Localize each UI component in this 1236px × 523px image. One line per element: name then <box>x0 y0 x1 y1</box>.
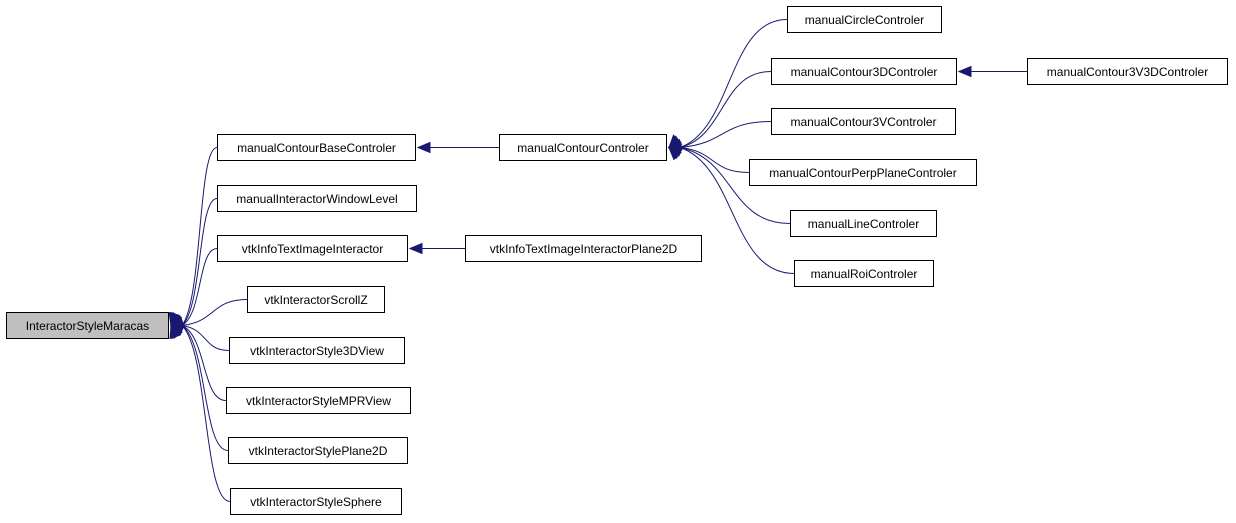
edge-mlin-to-mcc <box>679 147 791 224</box>
edge-miwl-to-root <box>181 198 218 326</box>
node-manual-contour-controler[interactable]: manualContourControler <box>499 134 667 161</box>
node-manual-contour-base-controler[interactable]: manualContourBaseControler <box>217 134 416 161</box>
node-vtk-interactor-style-3d-view[interactable]: vtkInteractorStyle3DView <box>229 337 405 364</box>
node-vtk-info-text-image-interactor[interactable]: vtkInfoTextImageInteractor <box>217 235 408 262</box>
arrowhead-viss-to-root <box>169 324 181 340</box>
node-interactor-style-maracas[interactable]: InteractorStyleMaracas <box>6 312 169 339</box>
node-vtk-interactor-style-sphere[interactable]: vtkInteractorStyleSphere <box>230 488 402 515</box>
edge-mcir-to-mcc <box>679 19 788 148</box>
edge-visp-to-root <box>181 325 229 451</box>
node-manual-contour-perp-plane-controler[interactable]: manualContourPerpPlaneControler <box>749 159 977 186</box>
node-manual-contour-3v-controler[interactable]: manualContour3VControler <box>771 108 956 135</box>
arrowhead-mroi-to-mcc <box>668 146 682 161</box>
node-vtk-info-text-image-interactor-plane-2d[interactable]: vtkInfoTextImageInteractorPlane2D <box>465 235 702 262</box>
node-manual-contour-3v-3d-controler[interactable]: manualContour3V3DControler <box>1027 58 1228 85</box>
node-manual-circle-controler[interactable]: manualCircleControler <box>787 6 942 33</box>
edge-vism-to-root <box>181 325 227 401</box>
edge-visz-to-root <box>181 299 248 326</box>
edge-viss-to-root <box>181 325 231 502</box>
edge-vtii-to-root <box>181 248 218 326</box>
edge-mcbc-to-root <box>181 147 218 326</box>
edge-vis3-to-root <box>181 325 230 351</box>
node-vtk-interactor-scroll-z[interactable]: vtkInteractorScrollZ <box>247 286 385 313</box>
edge-mc3d-to-mcc <box>679 71 772 148</box>
node-manual-line-controler[interactable]: manualLineControler <box>790 210 937 237</box>
edge-mc3v-to-mcc <box>679 121 772 148</box>
arrowhead-mc3v3d-to-mc3d <box>957 65 972 78</box>
arrowhead-vtip-to-vtii <box>408 242 423 255</box>
node-vtk-interactor-style-plane-2d[interactable]: vtkInteractorStylePlane2D <box>228 437 408 464</box>
node-manual-interactor-window-level[interactable]: manualInteractorWindowLevel <box>217 185 417 212</box>
edge-mcpp-to-mcc <box>679 147 750 173</box>
edge-mroi-to-mcc <box>679 147 795 274</box>
node-manual-contour-3d-controler[interactable]: manualContour3DControler <box>771 58 957 85</box>
node-manual-roi-controler[interactable]: manualRoiControler <box>794 260 934 287</box>
node-vtk-interactor-style-mpr-view[interactable]: vtkInteractorStyleMPRView <box>226 387 411 414</box>
arrowhead-mcc-to-mcbc <box>416 141 431 154</box>
